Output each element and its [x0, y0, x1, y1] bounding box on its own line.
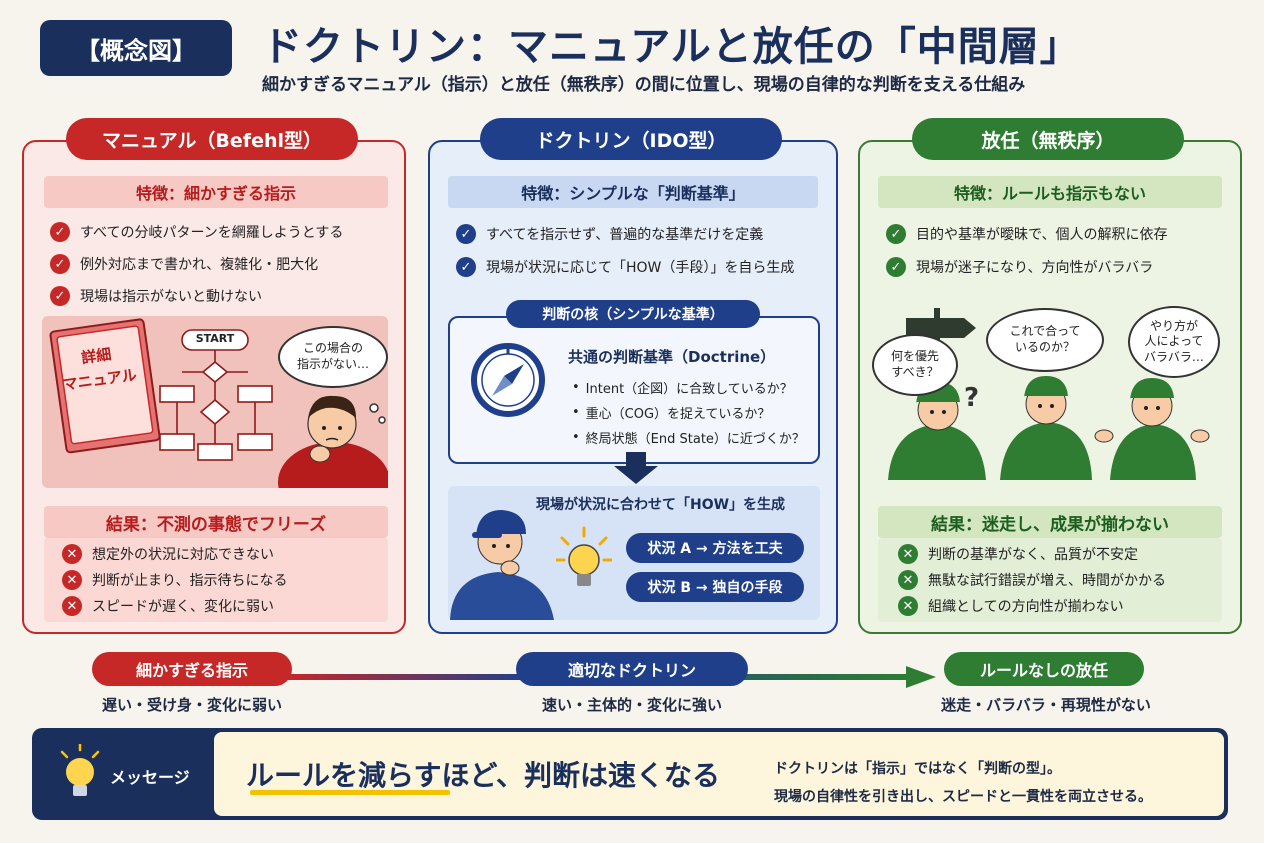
message-panel: [214, 732, 1224, 816]
doctrine-core-label: 判断の核（シンプルな基準）: [506, 300, 760, 328]
message-line1: ドクトリンは「指示」ではなく「判断の型」。: [774, 761, 1061, 777]
laissez-result-item: ✕組織としての方向性が揃わない: [898, 596, 1124, 616]
doctrine-generate-text: 現場が状況に合わせて「HOW」を生成: [536, 497, 786, 513]
message-label: メッセージ: [110, 768, 190, 787]
doctrine-core-item: •Intent（企図）に合致しているか？: [572, 380, 793, 397]
manual-feature-item: ✓すべての分岐パターンを網羅しようとする: [50, 222, 343, 242]
manual-result-title: 結果：不測の事態でフリーズ: [44, 506, 388, 538]
down-arrow-icon: [614, 452, 658, 484]
lightbulb-icon: [60, 744, 100, 796]
spectrum-doctrine-caption: 速い・主体的・変化に強い: [541, 696, 722, 714]
situation-a: 状況 A → 方法を工夫: [626, 533, 804, 563]
concept-tag: 【概念図】: [40, 20, 232, 76]
laissez-feature-item: ✓現場が迷子になり、方向性がバラバラ: [886, 257, 1153, 277]
lightbulb-icon: [556, 526, 612, 586]
doctrine-feature-item: ✓現場が状況に応じて「HOW（手段）」を自ら生成: [456, 257, 794, 277]
page-title: ドクトリン：マニュアルと放任の「中間層」: [262, 24, 1081, 70]
spectrum-laissez: ルールなしの放任: [944, 652, 1144, 686]
check-icon: ✓: [50, 222, 70, 242]
manual-result-item: ✕判断が止まり、指示待ちになる: [62, 570, 287, 590]
laissez-bubble: これで合って いるのか？: [986, 308, 1104, 372]
manual-feature-title: 特徴：細かすぎる指示: [44, 176, 388, 208]
doctrine-core-title: 共通の判断基準（Doctrine）: [568, 348, 776, 366]
message-line2: 現場の自律性を引き出し、スピードと一貫性を両立させる。: [774, 789, 1152, 805]
doctrine-core-item: •重心（COG）を捉えているか？: [572, 405, 771, 422]
manual-speech-bubble: この場合の 指示がない…: [278, 326, 388, 388]
spectrum-laissez-caption: 迷走・バラバラ・再現性がない: [941, 696, 1151, 714]
cross-icon: ✕: [898, 570, 918, 590]
compass-icon: [471, 343, 545, 417]
situation-b: 状況 B → 独自の手段: [626, 572, 804, 602]
headline-underline: [250, 790, 450, 795]
page-subtitle: 細かすぎるマニュアル（指示）と放任（無秩序）の間に位置し、現場の自律的な判断を支…: [262, 75, 1026, 95]
thinking-worker-icon: [450, 510, 554, 620]
spectrum-doctrine: 適切なドクトリン: [516, 652, 748, 686]
manual-result-item: ✕スピードが遅く、変化に弱い: [62, 596, 274, 616]
cross-icon: ✕: [62, 570, 82, 590]
check-icon: ✓: [886, 224, 906, 244]
worker-icon: [1094, 378, 1210, 480]
manual-result-item: ✕想定外の状況に対応できない: [62, 544, 274, 564]
cross-icon: ✕: [62, 596, 82, 616]
manual-illustration: [42, 316, 390, 522]
laissez-feature-item: ✓目的や基準が曖昧で、個人の解釈に依存: [886, 224, 1167, 244]
check-icon: ✓: [456, 257, 476, 277]
manual-feature-item: ✓現場は指示がないと動けない: [50, 286, 262, 306]
message-headline: ルールを減らすほど、判断は速くなる: [246, 759, 721, 792]
laissez-header: 放任（無秩序）: [912, 118, 1184, 160]
check-icon: ✓: [886, 257, 906, 277]
manual-result-box: [44, 538, 388, 622]
spectrum-manual: 細かすぎる指示: [92, 652, 292, 686]
check-icon: ✓: [456, 224, 476, 244]
laissez-result-item: ✕無駄な試行錯誤が増え、時間がかかる: [898, 570, 1166, 590]
laissez-bubble: 何を優先 すべき？: [872, 334, 958, 396]
confused-workers-illustration: ?: [888, 308, 1210, 480]
doctrine-feature-title: 特徴：シンプルな「判断基準」: [448, 176, 818, 208]
laissez-bubble: やり方が 人によって バラバラ…: [1128, 306, 1220, 378]
flowchart-icon: [159, 329, 273, 461]
svg-text:?: ?: [964, 383, 979, 413]
doctrine-feature-item: ✓すべてを指示せず、普遍的な基準だけを定義: [456, 224, 763, 244]
laissez-result-item: ✕判断の基準がなく、品質が不安定: [898, 544, 1138, 564]
cross-icon: ✕: [898, 544, 918, 564]
manual-header: マニュアル（Befehl型）: [66, 118, 358, 160]
check-icon: ✓: [50, 286, 70, 306]
laissez-result-title: 結果：迷走し、成果が揃わない: [878, 506, 1222, 538]
flow-start-label: START: [195, 332, 235, 345]
laissez-result-box: [878, 538, 1222, 622]
cross-icon: ✕: [62, 544, 82, 564]
cross-icon: ✕: [898, 596, 918, 616]
spectrum-manual-caption: 遅い・受け身・変化に弱い: [101, 696, 282, 714]
check-icon: ✓: [50, 254, 70, 274]
laissez-feature-title: 特徴：ルールも指示もない: [878, 176, 1222, 208]
manual-feature-item: ✓例外対応まで書かれ、複雑化・肥大化: [50, 254, 318, 274]
worker-icon: [1000, 376, 1092, 480]
doctrine-core-item: •終局状態（End State）に近づくか？: [572, 430, 805, 447]
doctrine-header: ドクトリン（IDO型）: [480, 118, 782, 160]
